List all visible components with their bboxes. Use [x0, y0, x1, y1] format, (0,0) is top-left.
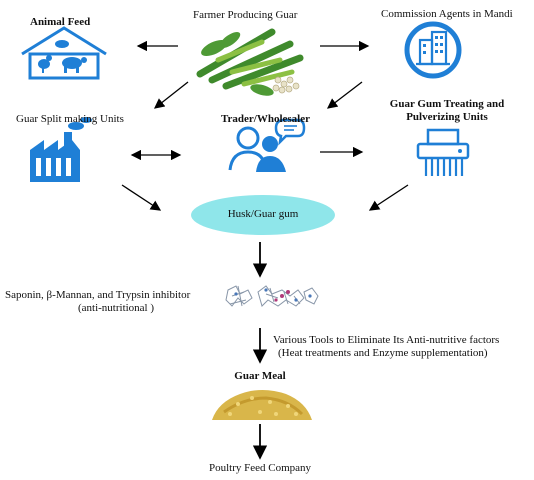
trader-label: Trader/Wholesaler: [221, 113, 310, 125]
guar-split-label: Guar Split making Units: [16, 113, 124, 125]
people-chat-icon: [228, 118, 306, 172]
commission-agents-label: Commission Agents in Mandi: [381, 8, 513, 20]
tools-label-line2: (Heat treatments and Enzyme supplementat…: [278, 347, 488, 359]
arrow-commission-to-trader: [326, 81, 363, 109]
factory-icon: [30, 117, 92, 182]
arrow-farmer-to-guar-split: [153, 81, 189, 109]
husk-guar-gum-label: Husk/Guar gum: [227, 208, 299, 220]
saponin-label-line1: Saponin, β-Mannan, and Trypsin inhibitor: [5, 289, 191, 301]
saponin-label-line2: (anti-nutritional ): [77, 302, 155, 314]
arrow-gum-treating-to-husk: [368, 184, 409, 211]
guar-meal-pile-image: [212, 390, 312, 420]
tools-label-line1: Various Tools to Eliminate Its Anti-nutr…: [273, 334, 500, 346]
poultry-feed-label: Poultry Feed Company: [208, 462, 312, 474]
shredder-icon: [416, 128, 470, 176]
husk-ellipse: [191, 195, 335, 235]
guar-meal-label: Guar Meal: [234, 370, 286, 382]
guar-plant-icon: [196, 28, 304, 96]
molecule-structures-image: [225, 285, 319, 307]
farmer-label: Farmer Producing Guar: [193, 9, 298, 21]
gum-treating-label-line2: Pulverizing Units: [406, 111, 488, 123]
gum-treating-label-line1: Guar Gum Treating and: [389, 98, 505, 110]
barn-animals-icon: [21, 26, 107, 80]
arrow-split-to-husk: [121, 184, 162, 211]
molecule-highlight: [274, 290, 290, 302]
building-circle-icon: [404, 21, 462, 79]
animal-feed-label: Animal Feed: [30, 16, 91, 28]
